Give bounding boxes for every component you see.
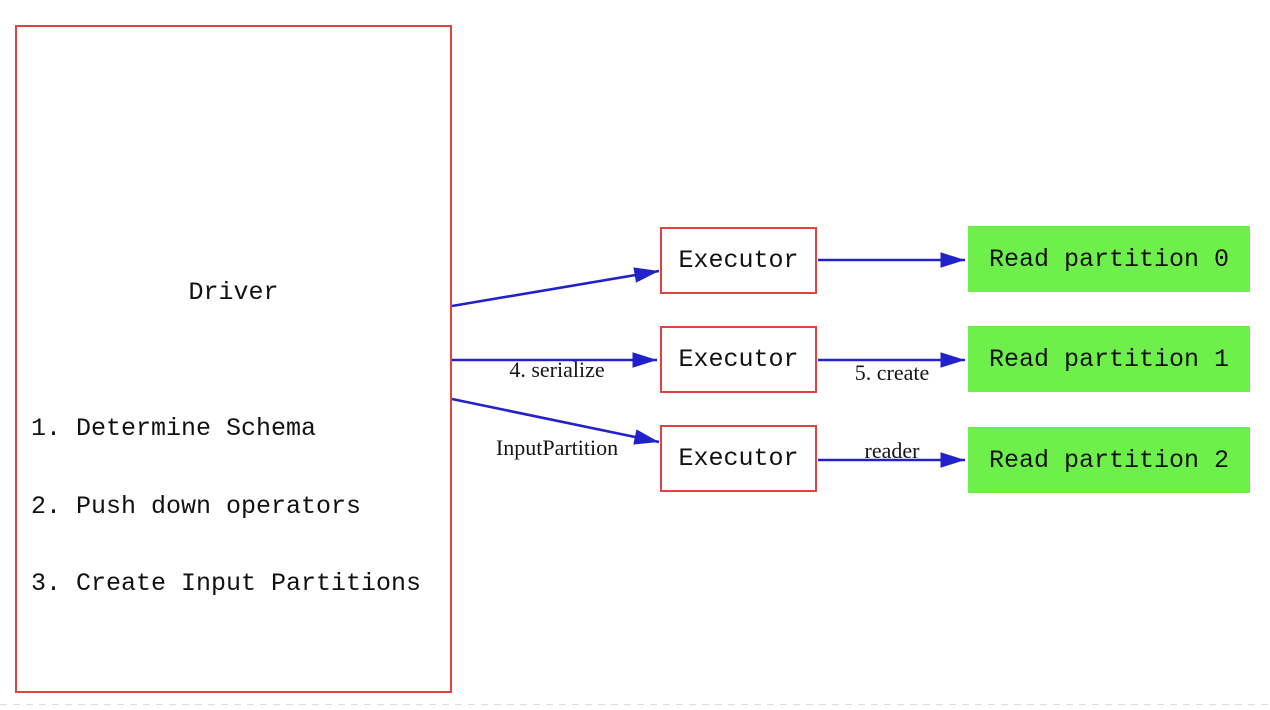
executor-label-2: Executor <box>678 444 799 473</box>
arrow-driver-to-executor-0 <box>451 267 660 308</box>
edge-label-serialize-line2: InputPartition <box>495 435 619 460</box>
read-partition-label-2: Read partition 2 <box>988 445 1230 475</box>
read-partition-box-1: Read partition 1 <box>968 326 1250 392</box>
executor-box-1: Executor <box>660 326 817 393</box>
executor-box-0: Executor <box>660 227 817 294</box>
edge-label-serialize-line1: 4. serialize <box>509 357 605 382</box>
driver-steps: 1. Determine Schema 2. Push down operato… <box>31 365 461 648</box>
edge-label-create-reader-line1: 5. create <box>854 360 930 385</box>
edge-label-create-reader: 5. create reader <box>792 308 992 516</box>
read-partition-label-0: Read partition 0 <box>988 244 1230 274</box>
driver-title: Driver <box>188 278 279 307</box>
read-partition-box-2: Read partition 2 <box>968 427 1250 493</box>
driver-step-2: 2. Push down operators <box>31 491 362 521</box>
read-partition-label-1: Read partition 1 <box>988 344 1230 374</box>
driver-step-1: 1. Determine Schema <box>31 414 317 444</box>
driver-step-3: 3. Create Input Partitions <box>31 568 422 598</box>
edge-label-create-reader-line2: reader <box>864 438 920 463</box>
read-partition-box-0: Read partition 0 <box>968 226 1250 292</box>
executor-box-2: Executor <box>660 425 817 492</box>
bottom-edge-hairline <box>0 704 1270 705</box>
driver-box <box>15 25 452 693</box>
executor-label-1: Executor <box>678 345 799 374</box>
executor-label-0: Executor <box>678 246 799 275</box>
edge-label-serialize-inputpartition: 4. serialize InputPartition <box>457 305 657 513</box>
